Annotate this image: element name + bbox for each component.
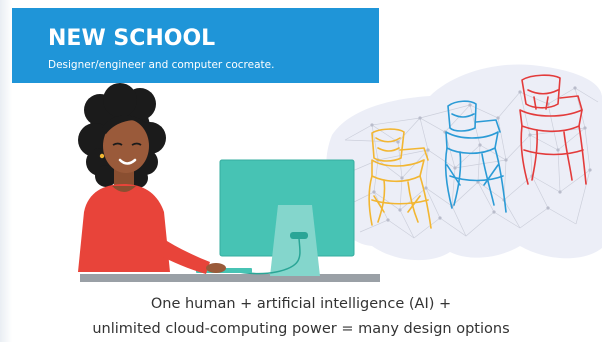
blue-chair: [444, 100, 507, 213]
woman-designer: [78, 83, 226, 274]
banner-subtitle: Designer/engineer and computer cocreate.: [48, 59, 275, 71]
title-banner: NEW SCHOOL Designer/engineer and compute…: [12, 8, 379, 83]
computer-monitor: [213, 159, 355, 276]
red-chair: [519, 74, 587, 185]
network-background: [326, 64, 602, 261]
left-edge-fade: [0, 0, 12, 342]
caption-line-2: unlimited cloud-computing power = many d…: [92, 321, 510, 337]
desk: [80, 274, 380, 282]
banner-title: NEW SCHOOL: [48, 26, 216, 51]
yellow-chair: [368, 128, 432, 229]
caption-line-1: One human + artificial intelligence (AI)…: [150, 296, 452, 312]
